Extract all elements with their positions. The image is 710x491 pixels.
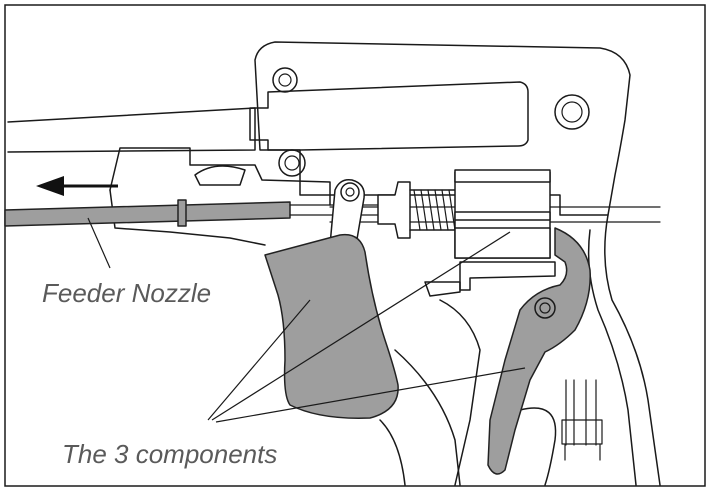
- components-label: The 3 components: [62, 439, 277, 469]
- pivot-link: [329, 178, 365, 253]
- direction-arrow: [36, 176, 118, 196]
- component-connector-block: [454, 227, 551, 259]
- figure-frame: [4, 4, 706, 487]
- component-grip-handle: [264, 233, 399, 419]
- components-leaders: [207, 231, 526, 423]
- feeder-nozzle-label: Feeder Nozzle: [42, 278, 211, 308]
- component-trigger-lever: [487, 227, 591, 475]
- feeder-nozzle-leader: [87, 217, 111, 269]
